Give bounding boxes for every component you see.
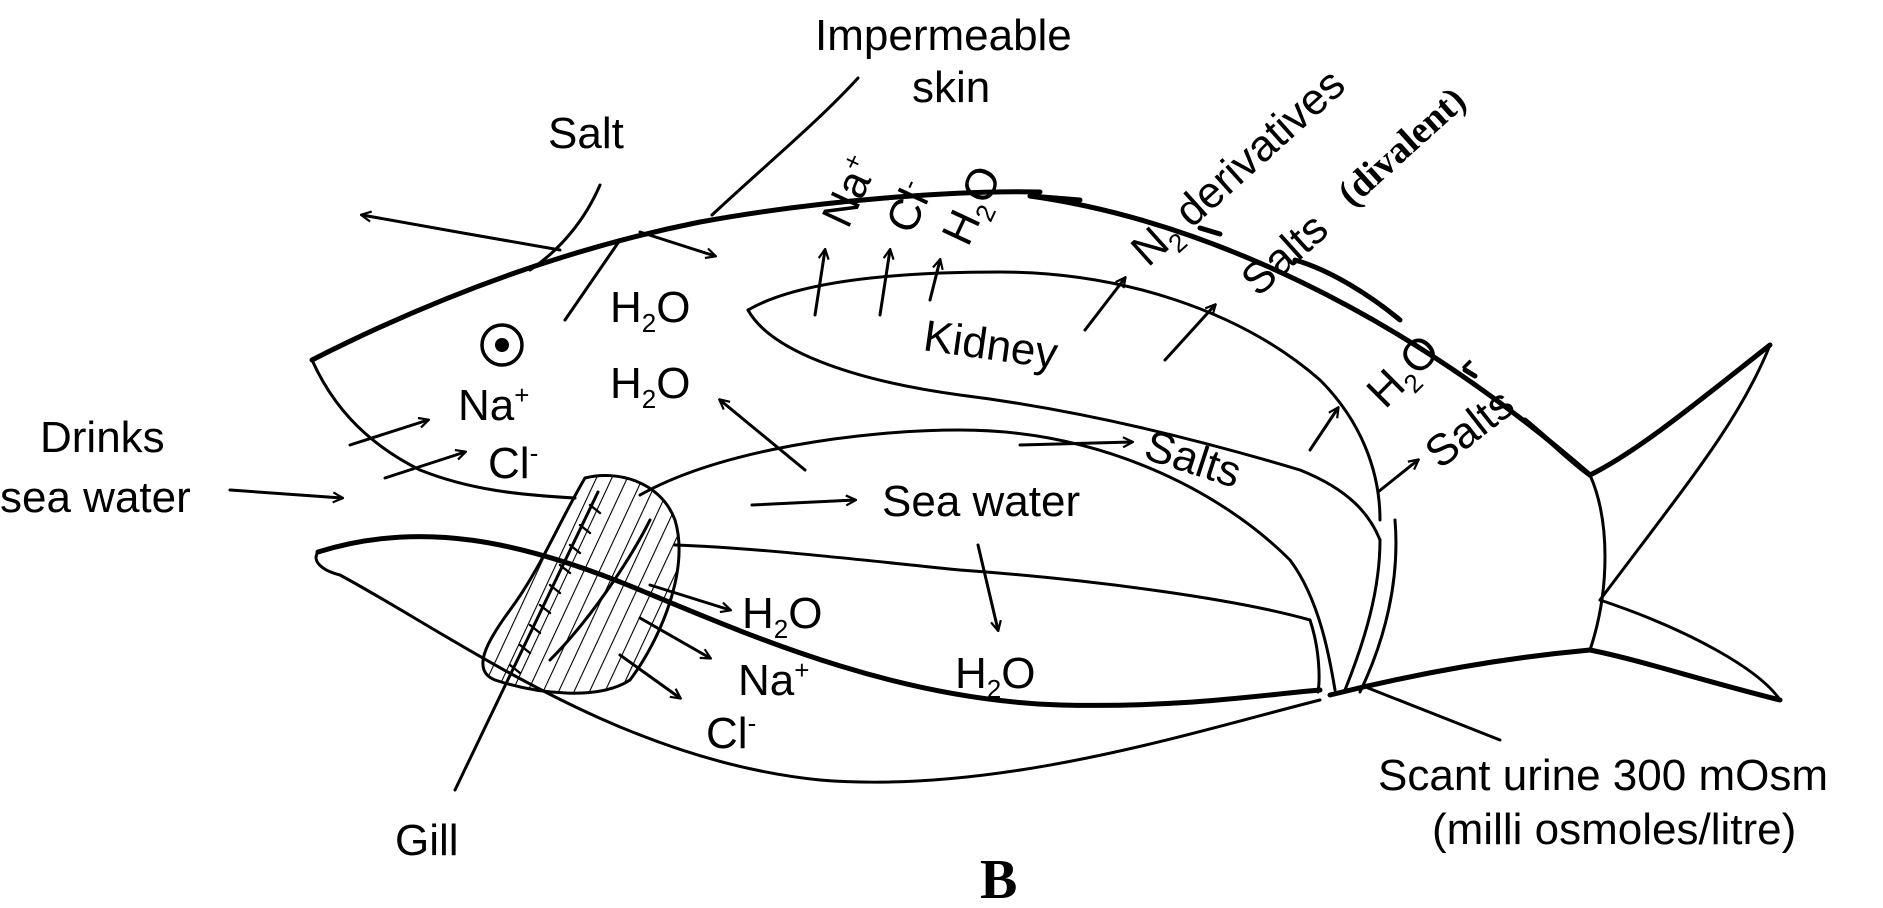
- label-h2o-upper: H2O: [610, 283, 690, 338]
- label-na-top: Na+: [812, 148, 888, 234]
- label-cl-mouth: Cl-: [488, 438, 538, 488]
- label-cl-gill: Cl-: [706, 708, 756, 758]
- svg-text:H2O: H2O: [933, 159, 1017, 255]
- label-kidney: Kidney: [921, 311, 1061, 378]
- svg-text:H2O: H2O: [610, 283, 690, 338]
- svg-text:Cl-: Cl-: [488, 438, 538, 488]
- svg-text:Na+: Na+: [458, 380, 529, 430]
- svg-text:H2O: H2O: [610, 359, 690, 414]
- label-skin: skin: [912, 63, 990, 112]
- eye: [482, 325, 522, 365]
- label-na-mouth: Na+: [458, 380, 529, 430]
- label-h2o-gill: H2O: [742, 589, 822, 644]
- label-salts-tail: Salts: [1416, 379, 1523, 478]
- label-sea-water-gut: Sea water: [882, 477, 1080, 526]
- label-urine: Scant urine 300 mOsm: [1378, 751, 1828, 800]
- label-salts-gut: Salts: [1139, 421, 1247, 498]
- label-na-gill: Na+: [738, 655, 809, 705]
- gill: [455, 475, 679, 790]
- label-impermeable: Impermeable: [815, 11, 1072, 60]
- svg-text:H2O: H2O: [1357, 326, 1453, 422]
- svg-text:H2O: H2O: [742, 589, 822, 644]
- panel-letter: B: [980, 849, 1017, 908]
- svg-text:Na+: Na+: [738, 655, 809, 705]
- label-h2o-top: H2O: [933, 159, 1017, 255]
- label-h2o-tail: H2O: [1357, 326, 1453, 422]
- svg-text:Cl-: Cl-: [706, 708, 756, 758]
- svg-text:H2O: H2O: [955, 649, 1035, 704]
- label-salt: Salt: [548, 109, 624, 158]
- svg-text:(divalent): (divalent): [1330, 79, 1474, 215]
- label-sea-water-drunk: sea water: [0, 473, 191, 522]
- label-gill: Gill: [395, 816, 459, 865]
- label-drinks: Drinks: [40, 413, 165, 462]
- label-urine-units: (milli osmoles/litre): [1432, 805, 1796, 854]
- label-h2o-lower: H2O: [610, 359, 690, 414]
- svg-text:Na+: Na+: [812, 148, 888, 234]
- svg-text:Salts: Salts: [1416, 379, 1523, 478]
- label-h2o-gut: H2O: [955, 649, 1035, 704]
